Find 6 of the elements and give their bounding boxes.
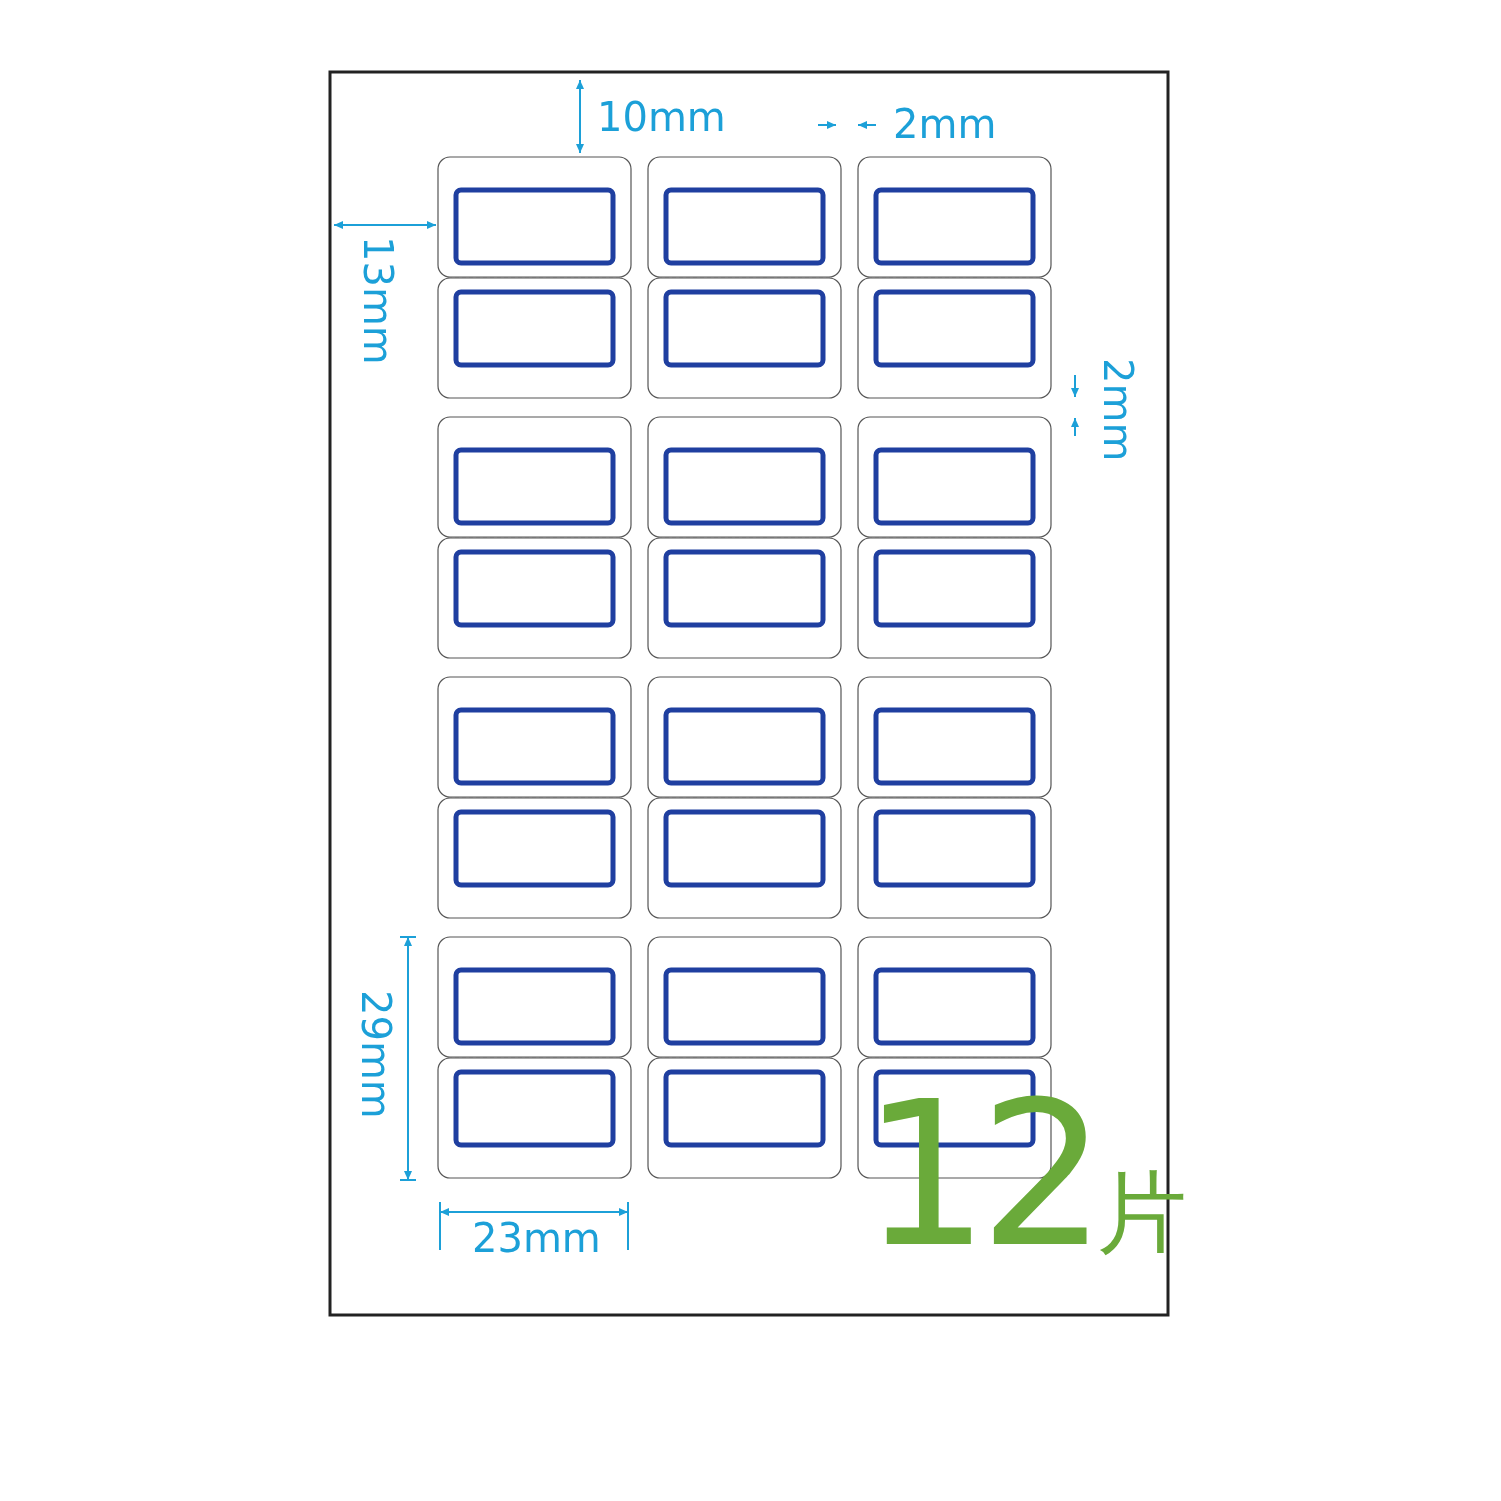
dimension-label: 10mm: [597, 97, 726, 137]
dimension-label: 13mm: [358, 236, 398, 365]
dimension-label: 2mm: [1098, 358, 1138, 462]
dimension-label: 29mm: [356, 990, 396, 1119]
dimension-label: 23mm: [472, 1218, 601, 1258]
dimension-label: 2mm: [893, 104, 997, 144]
